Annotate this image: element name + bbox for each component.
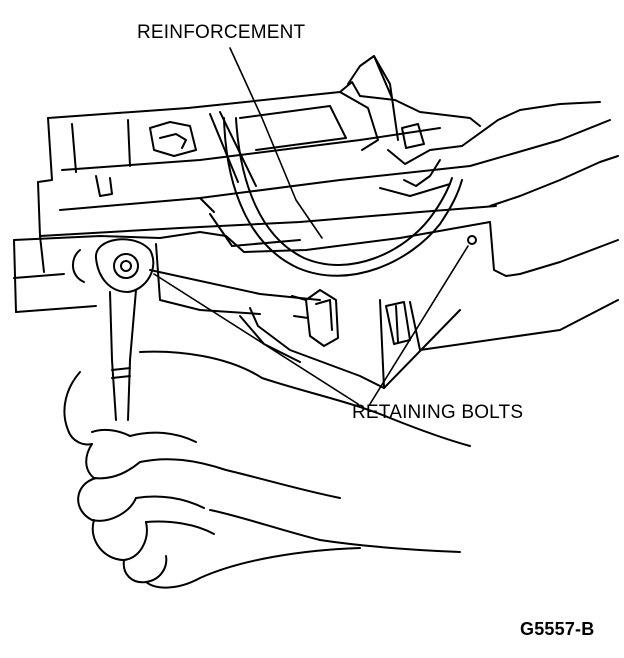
retaining-bolts-label: RETAINING BOLTS — [352, 402, 524, 423]
upper-structure — [37, 55, 611, 247]
hand — [63, 350, 471, 589]
electrical-connector — [291, 289, 339, 347]
reinforcement-leader-line — [229, 47, 323, 239]
reinforcement-label: REINFORCEMENT — [137, 22, 306, 43]
reinforcement-bracket — [223, 117, 463, 277]
figure-code: G5557-B — [520, 619, 595, 639]
retaining-bolts-leader-lines — [153, 245, 469, 405]
lower-frame — [13, 155, 619, 389]
retaining-bolt-right — [467, 235, 477, 245]
ratchet-wrench — [72, 238, 155, 421]
